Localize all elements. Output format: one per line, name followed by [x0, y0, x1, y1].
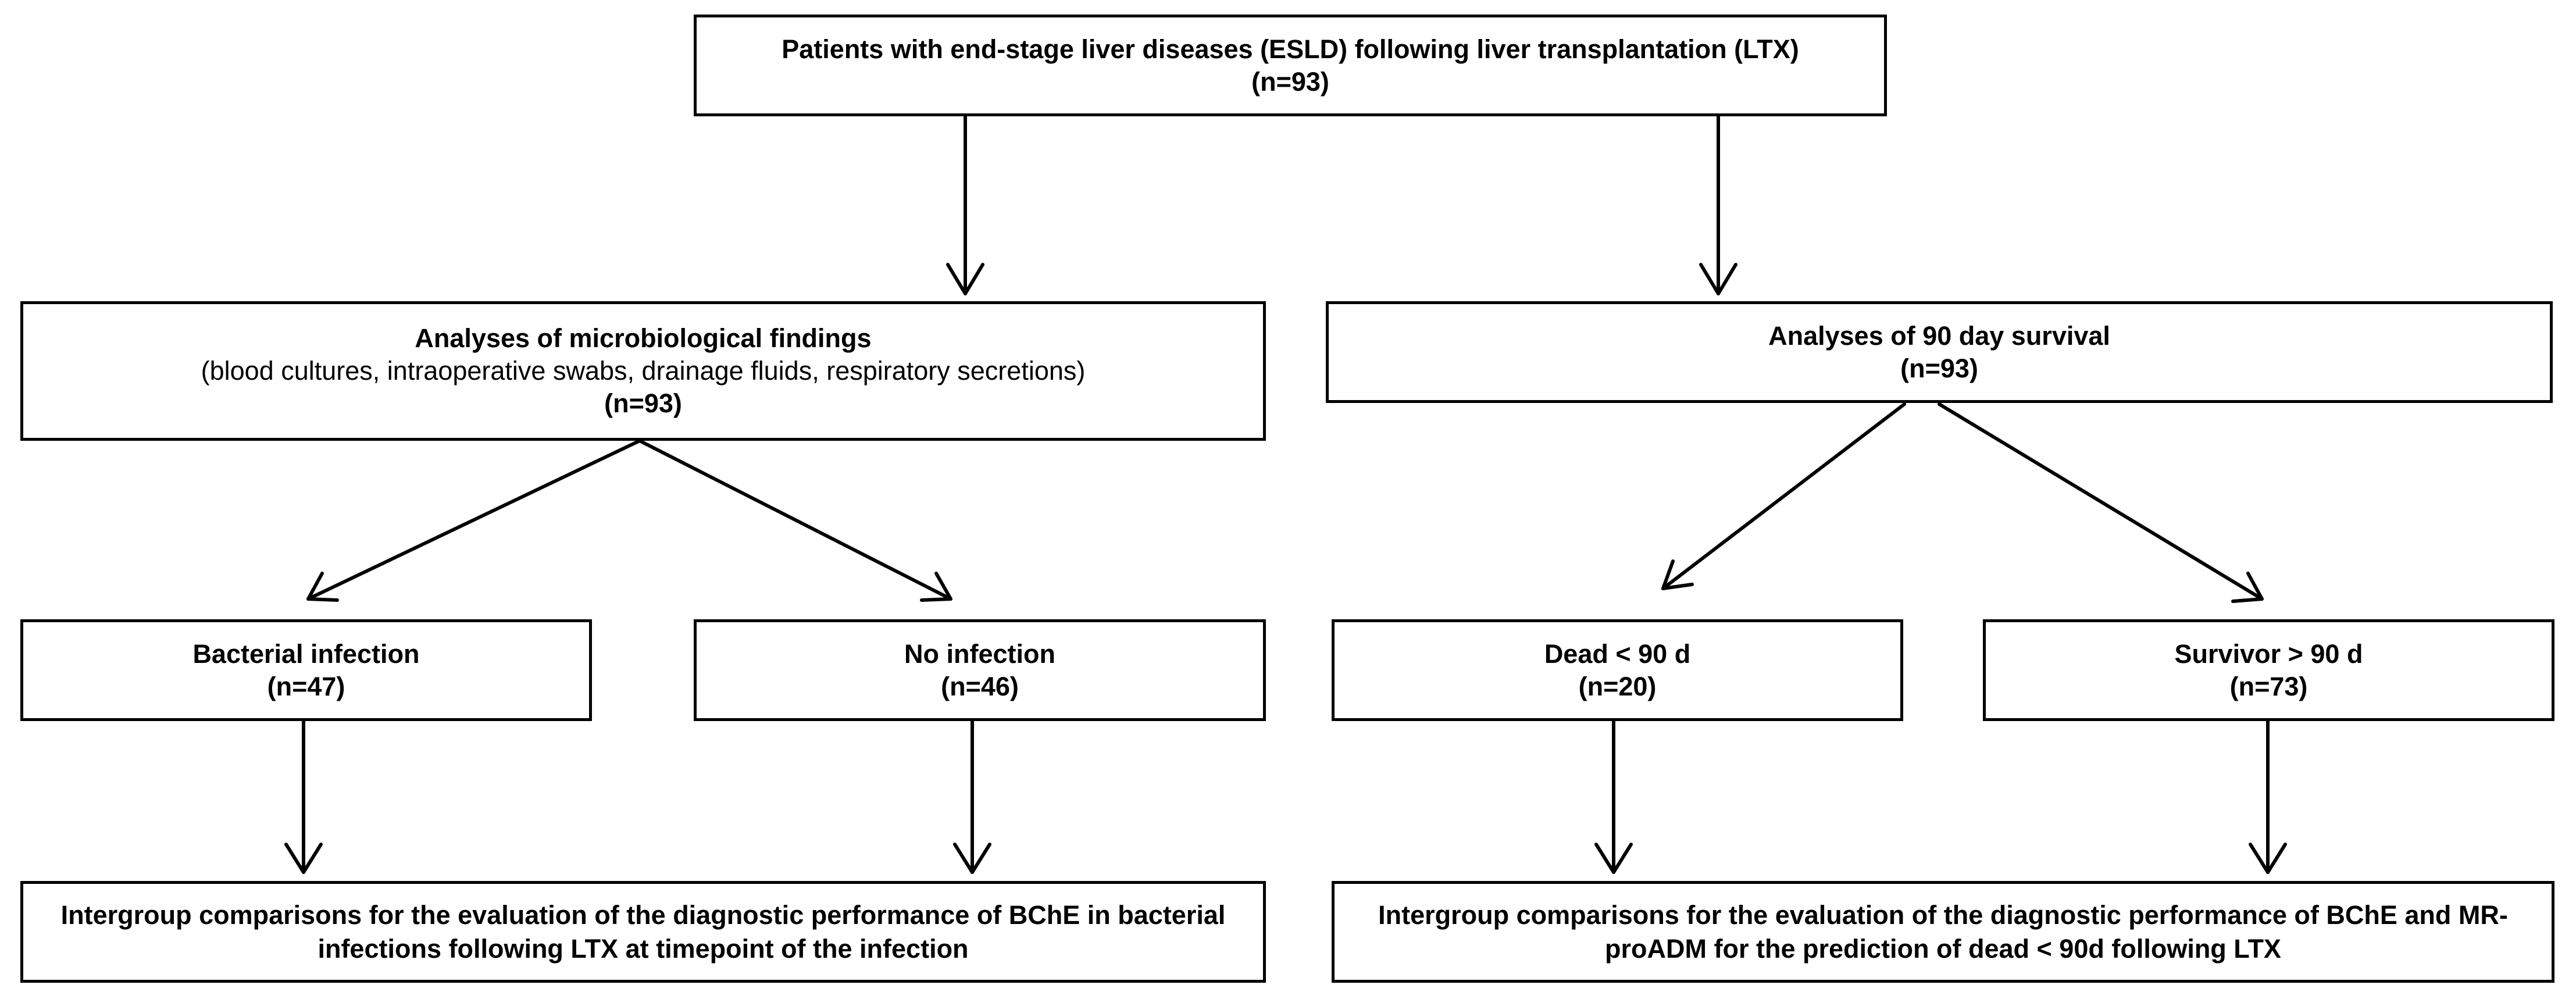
bacterial-infection-count: (n=47) [267, 671, 345, 701]
arrowhead-survival-to-survivor [2231, 572, 2264, 603]
survivor-count: (n=73) [2229, 671, 2308, 701]
arrowhead-no-infection-to-result [953, 843, 991, 874]
arrow-microbiology-to-bacterial [306, 439, 641, 601]
survival-analysis-box: Analyses of 90 day survival (n=93) [1326, 301, 2553, 403]
dead-box: Dead < 90 d (n=20) [1332, 619, 1903, 721]
microbiology-analysis-box: Analyses of microbiological findings (bl… [20, 301, 1266, 441]
arrowhead-microbiology-to-bacterial [306, 572, 339, 602]
survivor-box: Survivor > 90 d (n=73) [1983, 619, 2554, 721]
arrowhead-dead-to-result [1594, 843, 1633, 874]
no-infection-box: No infection (n=46) [694, 619, 1266, 721]
arrowhead-root-to-survival [1699, 263, 1737, 295]
no-infection-title: No infection [904, 638, 1055, 669]
infection-result-box: Intergroup comparisons for the evaluatio… [20, 881, 1266, 983]
arrow-microbiology-to-no-infection [638, 439, 952, 601]
survival-result-text: Intergroup comparisons for the evaluatio… [1378, 900, 2508, 964]
no-infection-count: (n=46) [941, 671, 1019, 701]
root-count: (n=93) [1251, 66, 1329, 97]
microbiology-count: (n=93) [604, 388, 682, 418]
infection-result-text: Intergroup comparisons for the evaluatio… [60, 900, 1226, 964]
root-box: Patients with end-stage liver diseases (… [694, 15, 1887, 116]
microbiology-subtitle: (blood cultures, intraoperative swabs, d… [201, 356, 1086, 386]
arrowhead-survival-to-dead [1661, 559, 1694, 590]
survival-count: (n=93) [1900, 353, 1978, 383]
arrowhead-bacterial-to-result [284, 843, 323, 874]
arrow-survival-to-survivor [1938, 402, 2264, 601]
microbiology-title: Analyses of microbiological findings [415, 323, 872, 353]
dead-title: Dead < 90 d [1544, 638, 1691, 669]
bacterial-infection-box: Bacterial infection (n=47) [20, 619, 592, 721]
arrowhead-survivor-to-result [2249, 843, 2287, 874]
root-title: Patients with end-stage liver diseases (… [782, 34, 1799, 64]
dead-count: (n=20) [1578, 671, 1657, 701]
survivor-title: Survivor > 90 d [2174, 638, 2363, 669]
survival-result-box: Intergroup comparisons for the evaluatio… [1332, 881, 2554, 983]
arrowhead-microbiology-to-no-infection [920, 572, 952, 602]
arrowhead-root-to-microbiology [946, 263, 984, 295]
bacterial-infection-title: Bacterial infection [192, 638, 420, 669]
survival-title: Analyses of 90 day survival [1768, 320, 2110, 351]
arrow-survival-to-dead [1661, 402, 1906, 590]
